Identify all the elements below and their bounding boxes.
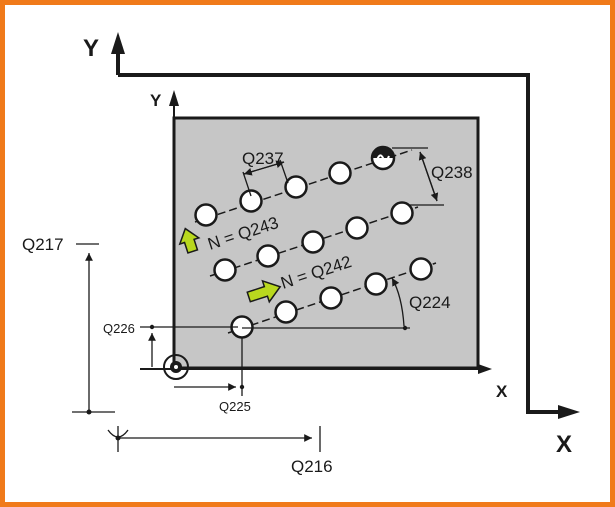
hole: [256, 244, 280, 268]
q237-label: Q237: [242, 149, 284, 168]
q216-dimension: [107, 426, 321, 452]
q225-label: Q225: [219, 399, 251, 414]
q224-label: Q224: [409, 293, 451, 312]
start-hole-marker: [370, 145, 396, 171]
hole-row-3: [230, 257, 433, 339]
machine-x-label: X: [556, 431, 572, 458]
q225-point: [239, 384, 245, 390]
q217-label: Q217: [22, 235, 64, 254]
workpiece-y-label: Y: [150, 91, 162, 110]
hole: [301, 230, 325, 254]
datum-symbol: [163, 354, 189, 380]
hole: [319, 286, 343, 310]
hole: [284, 175, 308, 199]
q237-dimension: [242, 159, 289, 197]
q224-angle: [242, 277, 410, 329]
hole: [328, 161, 352, 185]
machine-axes: [111, 32, 580, 419]
q217-point: [86, 409, 92, 415]
hole: [390, 201, 414, 225]
q238-dimension: [392, 147, 444, 206]
q226-dimension: [140, 326, 238, 367]
workpiece-axes: [140, 90, 492, 374]
q226-point: [149, 324, 155, 330]
machine-y-label: Y: [83, 35, 99, 62]
hole: [409, 257, 433, 281]
q217-dimension: [72, 243, 115, 413]
hole: [194, 203, 218, 227]
q226-label: Q226: [103, 321, 135, 336]
row-direction-arrow: [178, 227, 201, 254]
hole-row-2: [213, 201, 414, 282]
hole: [274, 300, 298, 324]
hole: [239, 189, 263, 213]
workpiece-x-label: X: [496, 382, 508, 401]
q216-label: Q216: [291, 457, 333, 476]
hole: [364, 272, 388, 296]
hole: [345, 216, 369, 240]
column-direction-arrow: [246, 279, 282, 304]
q238-label: Q238: [431, 163, 473, 182]
hole-row-1: [194, 161, 352, 227]
q216-point: [115, 435, 121, 441]
hole: [213, 258, 237, 282]
q224-point: [402, 325, 408, 331]
